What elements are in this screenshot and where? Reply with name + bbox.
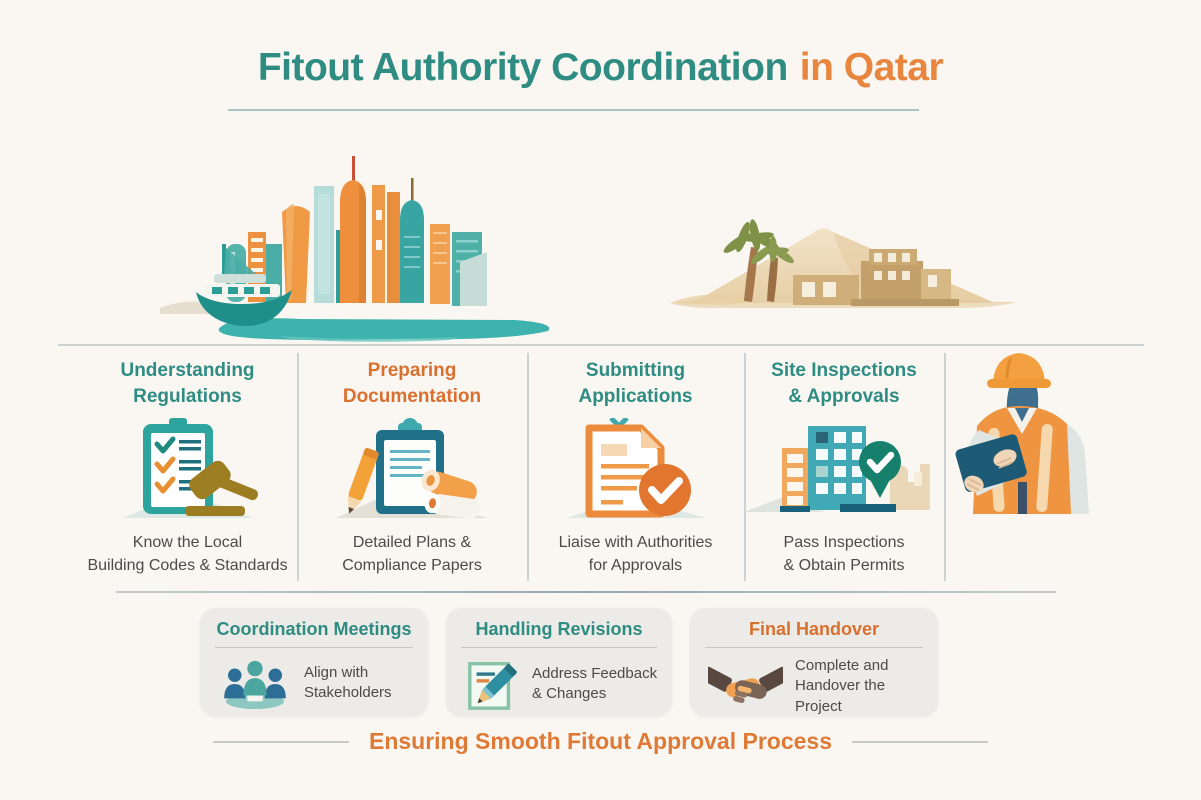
step-caption: Pass Inspections & Obtain Permits — [783, 534, 905, 575]
footer-text: Ensuring Smooth Fitout Approval Process — [368, 728, 833, 754]
desert-village-illustration — [670, 219, 1017, 308]
step-title: Understanding Regulations — [120, 360, 255, 408]
revision-pencil-icon — [468, 662, 517, 710]
footer: Ensuring Smooth Fitout Approval Process — [0, 728, 1201, 755]
footer-line-right — [852, 740, 989, 743]
step-caption: Detailed Plans & Compliance Papers — [342, 534, 482, 575]
bottom-section-divider — [116, 591, 1056, 593]
step-title: Site Inspections & Approvals — [771, 360, 917, 408]
card-text: Align with Stakeholders — [304, 663, 392, 701]
step-site-inspections: Site Inspections & Approvals — [744, 345, 944, 592]
card-final-handover: Final Handover Complete and Handover the… — [690, 608, 938, 716]
palm-trees — [723, 219, 794, 302]
step-title: Preparing Documentation — [342, 360, 482, 408]
title-underline — [228, 109, 919, 111]
step-preparing-documentation: Preparing Documentation — [297, 345, 527, 592]
card-handling-revisions: Handling Revisions Address Feedback & Ch… — [446, 608, 672, 716]
card-coordination-meetings: Coordination Meetings Align with Stakeho… — [200, 608, 428, 716]
column-divider-2 — [527, 353, 529, 581]
meeting-icon — [224, 660, 286, 710]
page-title-accent: in Qatar — [799, 46, 944, 89]
blueprint-clipboard-icon — [336, 418, 488, 519]
card-text: Complete and Handover the Project — [795, 657, 889, 715]
building-checkpin-icon — [744, 426, 930, 513]
card-text: Address Feedback & Changes — [532, 664, 658, 702]
checklist-gavel-icon — [122, 418, 258, 519]
step-submitting-applications: Submitting Applications Liaise with Auth… — [527, 345, 744, 592]
top-section-divider — [58, 344, 1144, 346]
approved-document-icon — [566, 418, 705, 519]
column-divider-1 — [297, 353, 299, 581]
card-title: Coordination Meetings — [216, 619, 412, 639]
handshake-icon — [708, 667, 784, 704]
doha-skyline-illustration — [160, 156, 550, 342]
step-title: Submitting Applications — [578, 360, 693, 408]
step-caption: Liaise with Authorities for Approvals — [558, 534, 713, 575]
page-title: Fitout Authority Coordination in Qatar — [0, 46, 1201, 90]
check-pin — [859, 441, 901, 499]
step-caption: Know the Local Building Codes & Standard… — [87, 534, 288, 575]
column-divider-3 — [744, 353, 746, 581]
card-title: Handling Revisions — [475, 619, 643, 639]
column-divider-4 — [944, 353, 946, 581]
footer-line-left — [212, 740, 349, 743]
page-title-main: Fitout Authority Coordination — [257, 46, 788, 89]
site-inspector-illustration — [955, 353, 1089, 514]
step-understanding-regulations: Understanding Regulations — [78, 345, 297, 592]
card-title: Final Handover — [748, 619, 880, 639]
